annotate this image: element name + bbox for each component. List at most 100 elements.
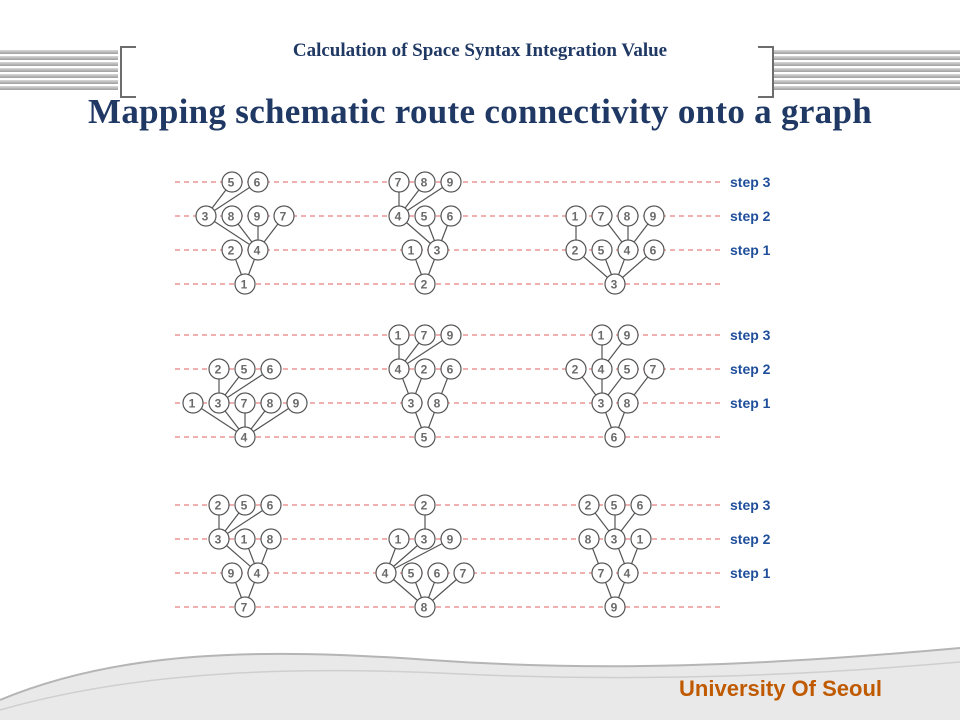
graph-node-label: 7 bbox=[280, 210, 287, 224]
graph-node-label: 6 bbox=[267, 499, 274, 513]
graph-node-label: 3 bbox=[598, 397, 605, 411]
graph-node bbox=[388, 358, 410, 380]
graph-node-label: 8 bbox=[585, 533, 592, 547]
graph-node-label: 5 bbox=[624, 363, 631, 377]
graph-node bbox=[617, 392, 639, 414]
graph-node bbox=[414, 205, 436, 227]
graph-node-label: 1 bbox=[408, 244, 415, 258]
graph-node bbox=[630, 494, 652, 516]
graph-node bbox=[234, 494, 256, 516]
step-label: step 2 bbox=[730, 361, 771, 377]
graph-node bbox=[591, 358, 613, 380]
graph-node-label: 4 bbox=[395, 363, 402, 377]
graph-node-label: 9 bbox=[611, 601, 618, 615]
graph-node-label: 2 bbox=[215, 363, 222, 377]
graph-node bbox=[273, 205, 295, 227]
graph-node bbox=[221, 562, 243, 584]
graph-node-label: 4 bbox=[241, 431, 248, 445]
graph-node bbox=[414, 171, 436, 193]
graph-node-label: 4 bbox=[598, 363, 605, 377]
graph-node-label: 3 bbox=[215, 533, 222, 547]
graph-node-label: 4 bbox=[254, 567, 261, 581]
graph-node bbox=[247, 205, 269, 227]
graph-node-label: 2 bbox=[421, 363, 428, 377]
step-label: step 3 bbox=[730, 327, 771, 343]
graph-node-label: 8 bbox=[421, 601, 428, 615]
graph-node bbox=[414, 358, 436, 380]
graph-node-label: 5 bbox=[598, 244, 605, 258]
graph-node-label: 2 bbox=[421, 278, 428, 292]
graph-node-label: 1 bbox=[241, 278, 248, 292]
graph-node bbox=[565, 205, 587, 227]
graph-node-label: 9 bbox=[447, 329, 454, 343]
graph-node-label: 4 bbox=[382, 567, 389, 581]
graph-node bbox=[565, 239, 587, 261]
graph-node bbox=[643, 239, 665, 261]
graph-node bbox=[604, 596, 626, 618]
graph-node-label: 5 bbox=[421, 210, 428, 224]
graph-node-label: 9 bbox=[624, 329, 631, 343]
graph-node-label: 6 bbox=[254, 176, 261, 190]
graph-node bbox=[591, 324, 613, 346]
graph-node-label: 9 bbox=[447, 533, 454, 547]
graph-node bbox=[221, 205, 243, 227]
graph-node-label: 9 bbox=[650, 210, 657, 224]
graph-node bbox=[617, 562, 639, 584]
graph-node bbox=[440, 358, 462, 380]
graph-node-label: 2 bbox=[421, 499, 428, 513]
graph-node bbox=[617, 358, 639, 380]
graph-node bbox=[591, 205, 613, 227]
graph-node bbox=[427, 239, 449, 261]
graph-node-label: 5 bbox=[408, 567, 415, 581]
graph-node bbox=[234, 528, 256, 550]
graph-node-label: 7 bbox=[421, 329, 428, 343]
graph-node-label: 3 bbox=[434, 244, 441, 258]
graph-node-label: 6 bbox=[267, 363, 274, 377]
graph-node-label: 5 bbox=[228, 176, 235, 190]
graph-node bbox=[643, 358, 665, 380]
graph-node bbox=[427, 392, 449, 414]
footer-university: University Of Seoul bbox=[679, 676, 882, 701]
graph-node-label: 3 bbox=[611, 278, 618, 292]
slide-subtitle: Calculation of Space Syntax Integration … bbox=[292, 40, 668, 61]
graph-node-label: 3 bbox=[408, 397, 415, 411]
graph-node bbox=[182, 392, 204, 414]
graph-node bbox=[388, 205, 410, 227]
graph-node bbox=[401, 239, 423, 261]
graph-node-label: 4 bbox=[624, 244, 631, 258]
graph-node bbox=[604, 494, 626, 516]
header-decoration-right bbox=[774, 50, 960, 92]
graph-node bbox=[604, 273, 626, 295]
graph-node bbox=[578, 494, 600, 516]
step-label: step 2 bbox=[730, 208, 771, 224]
graph-node-label: 7 bbox=[598, 567, 605, 581]
graph-node bbox=[591, 239, 613, 261]
graph-node bbox=[453, 562, 475, 584]
graph-node-label: 4 bbox=[254, 244, 261, 258]
graph-node-label: 8 bbox=[624, 210, 631, 224]
graph-node-label: 6 bbox=[650, 244, 657, 258]
header-decoration-left bbox=[0, 50, 118, 92]
graph-node-label: 9 bbox=[293, 397, 300, 411]
graph-node-label: 1 bbox=[241, 533, 248, 547]
header-bracket-left bbox=[120, 46, 136, 98]
graph-node-label: 1 bbox=[598, 329, 605, 343]
graph-node bbox=[401, 392, 423, 414]
graph-node bbox=[604, 528, 626, 550]
graph-node-label: 6 bbox=[611, 431, 618, 445]
graph-node-label: 2 bbox=[572, 363, 579, 377]
graph-node bbox=[401, 562, 423, 584]
graph-node-label: 7 bbox=[241, 601, 248, 615]
graph-node-label: 7 bbox=[598, 210, 605, 224]
graph-node-label: 3 bbox=[202, 210, 209, 224]
graph-node bbox=[414, 528, 436, 550]
